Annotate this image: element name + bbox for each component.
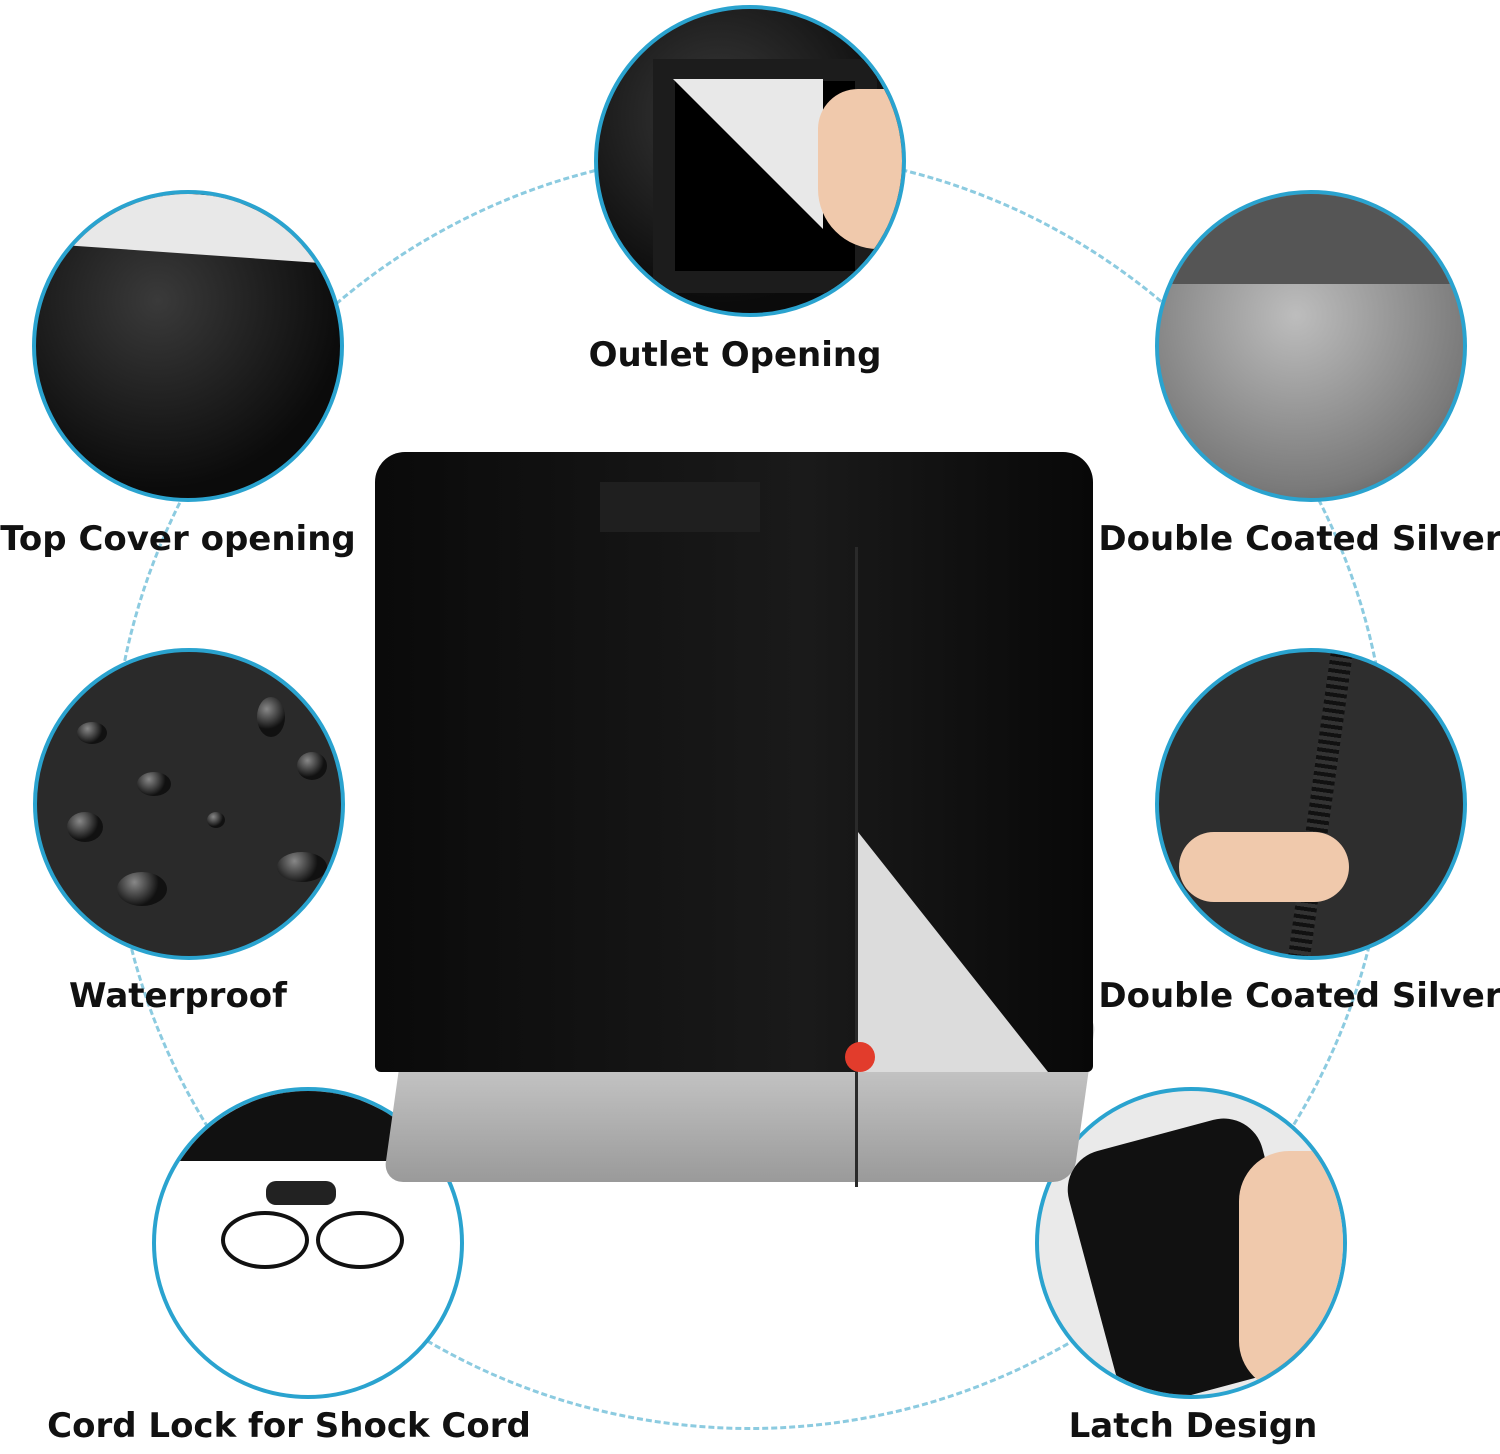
cord-lock-photo bbox=[152, 1087, 464, 1399]
label-waterproof: Waterproof bbox=[69, 976, 287, 1016]
label-cord-lock: Cord Lock for Shock Cord bbox=[47, 1406, 531, 1446]
outlet-opening-photo bbox=[594, 5, 906, 317]
label-double-coated-silver-1: Double Coated Silver bbox=[1098, 519, 1500, 559]
silver-fabric-photo bbox=[1155, 190, 1467, 502]
ibc-tank-cover-product bbox=[375, 452, 1097, 1192]
label-outlet-opening: Outlet Opening bbox=[588, 335, 882, 375]
top-cover-photo bbox=[32, 190, 344, 502]
water-drops-photo bbox=[33, 648, 345, 960]
buckle-photo bbox=[1035, 1087, 1347, 1399]
label-top-cover-opening: Top Cover opening bbox=[0, 519, 356, 559]
label-latch-design: Latch Design bbox=[1068, 1406, 1318, 1446]
label-double-coated-silver-2: Double Coated Silver bbox=[1098, 976, 1500, 1016]
zipper-photo bbox=[1155, 648, 1467, 960]
